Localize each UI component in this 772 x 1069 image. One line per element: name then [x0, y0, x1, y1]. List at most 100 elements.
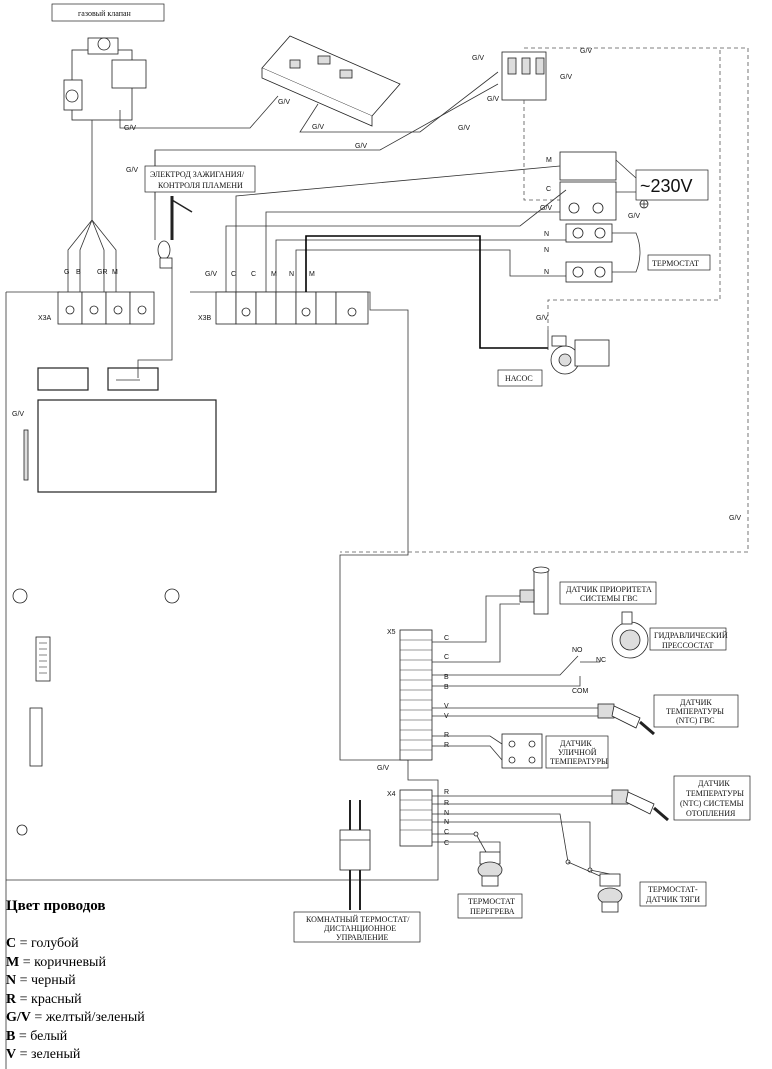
- dhw-priority-sensor: [519, 566, 550, 615]
- svg-text:ЭЛЕКТРОД ЗАЖИГАНИЯ/: ЭЛЕКТРОД ЗАЖИГАНИЯ/: [150, 170, 245, 179]
- svg-text:N: N: [544, 269, 549, 276]
- svg-text:G/V: G/V: [472, 55, 484, 62]
- svg-text:G/V: G/V: [355, 143, 367, 150]
- svg-text:G/V: G/V: [487, 96, 499, 103]
- svg-text:M: M: [112, 269, 118, 276]
- svg-text:ТЕРМОСТАТ: ТЕРМОСТАТ: [468, 897, 515, 906]
- control-board: [5, 291, 439, 1069]
- svg-text:ТЕМПЕРАТУРЫ: ТЕМПЕРАТУРЫ: [550, 757, 608, 766]
- svg-text:NC: NC: [596, 657, 606, 664]
- connector-x3b: X3B: [198, 291, 369, 325]
- pump-label: НАСОС: [505, 374, 533, 383]
- svg-text:G/V: G/V: [560, 74, 572, 81]
- connector-x5-label: X5: [387, 629, 396, 636]
- svg-text:ДАТЧИК ПРИОРИТЕТА: ДАТЧИК ПРИОРИТЕТА: [566, 585, 652, 594]
- svg-text:V: V: [444, 713, 449, 720]
- legend-item: G/V = желтый/зеленый: [6, 1010, 145, 1025]
- gas-valve: [63, 37, 147, 121]
- svg-text:G/V: G/V: [205, 271, 217, 278]
- legend-item: M = коричневый: [6, 954, 106, 970]
- connector-x3a-label: X3A: [38, 315, 52, 322]
- connector-x3a: X3A: [38, 291, 155, 325]
- svg-text:C: C: [251, 271, 256, 278]
- board-ribbon-connector: [29, 707, 43, 767]
- flue-thermostat: [597, 873, 623, 913]
- svg-text:N: N: [444, 810, 449, 817]
- svg-text:КОМНАТНЫЙ ТЕРМОСТАТ/: КОМНАТНЫЙ ТЕРМОСТАТ/: [306, 915, 410, 924]
- svg-text:КОНТРОЛЯ ПЛАМЕНИ: КОНТРОЛЯ ПЛАМЕНИ: [158, 181, 243, 190]
- legend-item: C = голубой: [6, 936, 79, 951]
- ignition-electrode-label-box: [144, 165, 256, 193]
- svg-text:R: R: [444, 800, 449, 807]
- board-mount-hole: [16, 824, 28, 836]
- pump-label-box: [497, 369, 543, 387]
- wire-color-legend: Цвет проводов C = голубой M = коричневый…: [6, 898, 246, 1065]
- svg-text:ТЕМПЕРАТУРЫ: ТЕМПЕРАТУРЫ: [686, 789, 744, 798]
- svg-text:NO: NO: [572, 647, 583, 654]
- legend-item: R = красный: [6, 991, 82, 1007]
- gas-valve-label-box: [51, 3, 165, 22]
- svg-text:C: C: [444, 840, 449, 847]
- svg-text:ТЕРМОСТАТ-: ТЕРМОСТАТ-: [648, 885, 698, 894]
- svg-text:C: C: [444, 829, 449, 836]
- svg-text:ПЕРЕГРЕВА: ПЕРЕГРЕВА: [470, 907, 515, 916]
- svg-text:C: C: [444, 635, 449, 642]
- board-mount-hole: [12, 588, 28, 604]
- legend-title: Цвет проводов: [6, 898, 106, 914]
- pump: [550, 335, 610, 375]
- board-relay-window: [107, 367, 159, 391]
- connector-x5: X5: [387, 629, 433, 761]
- board-dip-connector: [35, 636, 51, 682]
- svg-text:УЛИЧНОЙ: УЛИЧНОЙ: [558, 748, 597, 757]
- overheat-thermostat: [477, 851, 503, 887]
- svg-text:ТЕМПЕРАТУРЫ: ТЕМПЕРАТУРЫ: [666, 707, 724, 716]
- legend-item: B = белый: [6, 1028, 68, 1044]
- svg-text:N: N: [544, 231, 549, 238]
- board-transformer: [37, 399, 217, 493]
- voltage-label: ~230V: [640, 176, 693, 196]
- svg-text:ДАТЧИК: ДАТЧИК: [698, 779, 730, 788]
- svg-text:G/V: G/V: [12, 411, 24, 418]
- svg-text:G/V: G/V: [126, 167, 138, 174]
- svg-text:ОТОПЛЕНИЯ: ОТОПЛЕНИЯ: [686, 809, 736, 818]
- svg-text:G/V: G/V: [312, 124, 324, 131]
- svg-text:G/V: G/V: [580, 48, 592, 55]
- svg-text:G/V: G/V: [458, 125, 470, 132]
- svg-text:M: M: [271, 271, 277, 278]
- dhw-ntc-sensor: [597, 703, 655, 736]
- svg-text:C: C: [546, 186, 551, 193]
- svg-text:N: N: [444, 819, 449, 826]
- voltage-box: [635, 169, 709, 201]
- legend-item: N = черный: [6, 973, 76, 988]
- room-thermostat-connector: [339, 800, 371, 910]
- svg-text:ДАТЧИК ТЯГИ: ДАТЧИК ТЯГИ: [646, 895, 700, 904]
- svg-text:ПРЕССОСТАТ: ПРЕССОСТАТ: [662, 641, 714, 650]
- main-terminal-block: [559, 151, 617, 283]
- svg-text:B: B: [444, 674, 449, 681]
- svg-text:(NTC) ГВС: (NTC) ГВС: [676, 716, 715, 725]
- connector-x4-label: X4: [387, 791, 396, 798]
- earth-terminal: [501, 51, 547, 101]
- svg-text:G/V: G/V: [377, 765, 389, 772]
- board-mount-hole: [164, 588, 180, 604]
- svg-text:B: B: [76, 269, 81, 276]
- thermostat-label: ТЕРМОСТАТ: [652, 259, 699, 268]
- svg-text:СИСТЕМЫ ГВС: СИСТЕМЫ ГВС: [580, 594, 638, 603]
- svg-text:R: R: [444, 789, 449, 796]
- svg-text:N: N: [289, 271, 294, 278]
- svg-text:V: V: [444, 703, 449, 710]
- svg-text:GR: GR: [97, 269, 108, 276]
- ignition-electrode: [157, 196, 193, 269]
- svg-text:G/V: G/V: [278, 99, 290, 106]
- board-display-window: [37, 367, 89, 391]
- svg-text:B: B: [444, 684, 449, 691]
- pressure-switch: [611, 611, 649, 659]
- heating-ntc-sensor: [611, 789, 669, 822]
- svg-text:ДАТЧИК: ДАТЧИК: [560, 739, 592, 748]
- svg-text:M: M: [309, 271, 315, 278]
- svg-text:ГИДРАВЛИЧЕСКИЙ: ГИДРАВЛИЧЕСКИЙ: [654, 631, 728, 640]
- svg-text:C: C: [231, 271, 236, 278]
- thermostat-label-box: [647, 254, 711, 271]
- svg-text:G/V: G/V: [628, 213, 640, 220]
